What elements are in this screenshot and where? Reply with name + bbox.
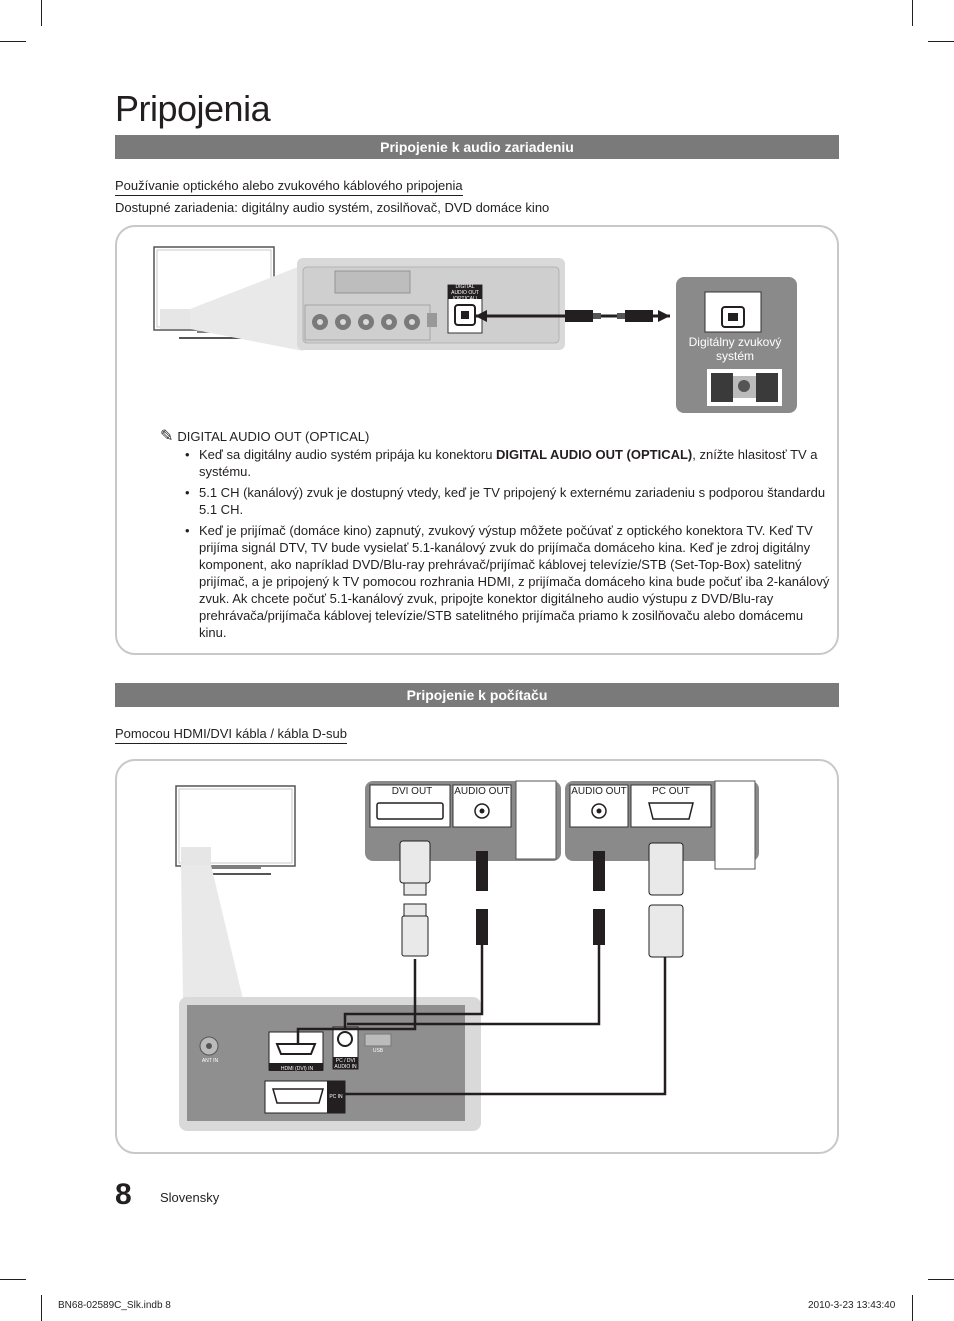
page-title: Pripojenia	[115, 88, 271, 129]
print-timestamp: 2010-3-23 13:43:40	[808, 1300, 896, 1311]
hdmi-dvi-in-label: HDMI (DVI) IN	[280, 1066, 314, 1072]
digital-audio-system-label: Digitálny zvukový systém	[680, 335, 790, 363]
crop-mark	[912, 0, 913, 26]
file-slug: BN68-02589C_Slk.indb 8	[58, 1300, 171, 1311]
note-bullet-list: Keď sa digitálny audio systém pripája ku…	[185, 446, 833, 645]
crop-mark	[0, 1279, 26, 1280]
pc-connection-diagram	[175, 780, 759, 1131]
port-label-line: PC / DVI	[335, 1058, 356, 1064]
port-label-line: DIGITAL	[455, 284, 475, 290]
section-header-audio: Pripojenie k audio zariadeniu	[115, 135, 839, 159]
port-label-line: AUDIO OUT	[451, 290, 479, 296]
crop-mark	[41, 1295, 42, 1321]
crop-mark	[41, 0, 42, 26]
section-header-pc: Pripojenie k počítaču	[115, 683, 839, 707]
port-label-line: (OPTICAL)	[452, 296, 478, 302]
pc-subheading: Pomocou HDMI/DVI kábla / kábla D-sub	[115, 726, 347, 744]
audio-out-label: AUDIO OUT	[571, 786, 627, 797]
dvi-out-label: DVI OUT	[391, 786, 433, 797]
audio-devices-line: Dostupné zariadenia: digitálny audio sys…	[115, 200, 550, 215]
tv-icon	[175, 785, 296, 875]
list-item: 5.1 CH (kanálový) zvuk je dostupný vtedy…	[185, 484, 833, 518]
bullet-text: Keď sa digitálny audio systém pripája ku…	[199, 447, 497, 462]
crop-mark	[912, 1295, 913, 1321]
pc-out-label: PC OUT	[652, 786, 690, 797]
bullet-text: Keď je prijímač (domáce kino) zapnutý, z…	[199, 523, 830, 640]
device-label-line: Digitálny zvukový	[688, 335, 782, 349]
note-title: ✎DIGITAL AUDIO OUT (OPTICAL)	[160, 426, 369, 446]
usb-label: USB	[372, 1048, 384, 1054]
audio-out-label: AUDIO OUT	[454, 786, 510, 797]
note-title-text: DIGITAL AUDIO OUT (OPTICAL)	[177, 429, 370, 444]
pencil-icon: ✎	[160, 428, 174, 445]
bullet-text: , znížte hlasitosť TV a systému.	[199, 447, 818, 479]
optical-label: OPTICAL	[706, 290, 758, 304]
audio-subheading: Používanie optického alebo zvukového káb…	[115, 178, 463, 196]
crop-mark	[928, 1279, 954, 1280]
list-item: Keď sa digitálny audio systém pripája ku…	[185, 446, 833, 480]
bullet-bold-text: DIGITAL AUDIO OUT (OPTICAL)	[496, 447, 693, 462]
crop-mark	[928, 41, 954, 42]
crop-mark	[0, 41, 26, 42]
page-number: 8	[115, 1178, 132, 1211]
optical-connection-diagram	[153, 246, 797, 413]
digital-audio-out-port-label: DIGITAL AUDIO OUT (OPTICAL)	[447, 284, 483, 302]
port-label-line: AUDIO IN	[334, 1064, 357, 1070]
pc-in-label: PC IN	[329, 1094, 343, 1100]
pc-dvi-audio-in-label: PC / DVI AUDIO IN	[333, 1058, 358, 1070]
list-item: Keď je prijímač (domáce kino) zapnutý, z…	[185, 522, 833, 641]
device-label-line: systém	[715, 349, 754, 363]
footer-language: Slovensky	[160, 1190, 220, 1205]
bullet-text: 5.1 CH (kanálový) zvuk je dostupný vtedy…	[199, 485, 826, 517]
ant-in-label: ANT IN	[201, 1058, 219, 1064]
